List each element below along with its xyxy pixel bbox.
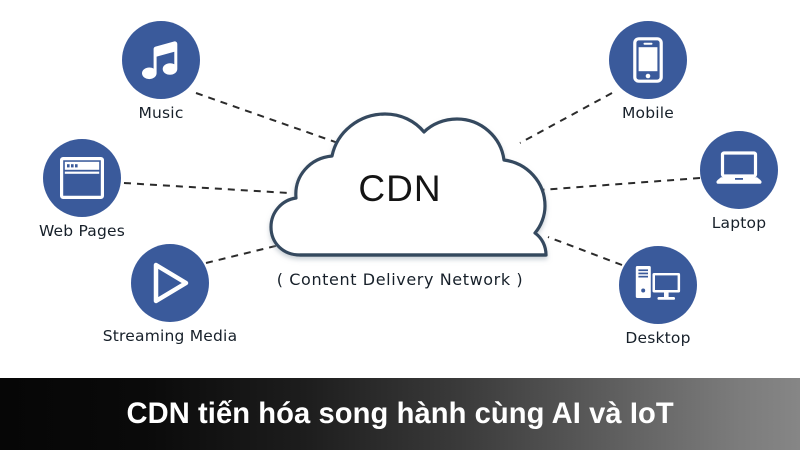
music-note-icon bbox=[141, 39, 181, 81]
smartphone-icon bbox=[633, 37, 663, 83]
node-label-streaming-media: Streaming Media bbox=[102, 327, 238, 345]
node-label-web-pages: Web Pages bbox=[38, 222, 126, 240]
cdn-title: CDN bbox=[358, 168, 442, 209]
node-label-music: Music bbox=[138, 104, 184, 122]
connector-desktop bbox=[547, 236, 623, 266]
connector-mobile bbox=[519, 92, 613, 144]
web-pages-disc[interactable] bbox=[43, 139, 121, 217]
laptop-icon bbox=[715, 151, 763, 189]
music-disc[interactable] bbox=[122, 21, 200, 99]
connector-laptop bbox=[539, 177, 701, 191]
connector-web-pages bbox=[123, 182, 290, 194]
play-button-icon bbox=[150, 261, 190, 305]
node-label-desktop: Desktop bbox=[625, 329, 691, 347]
laptop-disc[interactable] bbox=[700, 131, 778, 209]
desktop-computer-icon bbox=[634, 264, 682, 306]
caption-bar: CDN tiến hóa song hành cùng AI và IoT bbox=[0, 378, 800, 450]
cdn-diagram: CDN ( Content Delivery Network ) Music bbox=[38, 21, 778, 347]
desktop-disc[interactable] bbox=[619, 246, 697, 324]
node-label-mobile: Mobile bbox=[621, 104, 675, 122]
cdn-subtitle: ( Content Delivery Network ) bbox=[276, 270, 524, 289]
mobile-disc[interactable] bbox=[609, 21, 687, 99]
browser-window-icon bbox=[60, 157, 104, 199]
node-label-laptop: Laptop bbox=[711, 214, 767, 232]
caption-headline: CDN tiến hóa song hành cùng AI và IoT bbox=[126, 397, 674, 430]
cdn-cloud-shape bbox=[269, 112, 548, 257]
streaming-media-disc[interactable] bbox=[131, 244, 209, 322]
